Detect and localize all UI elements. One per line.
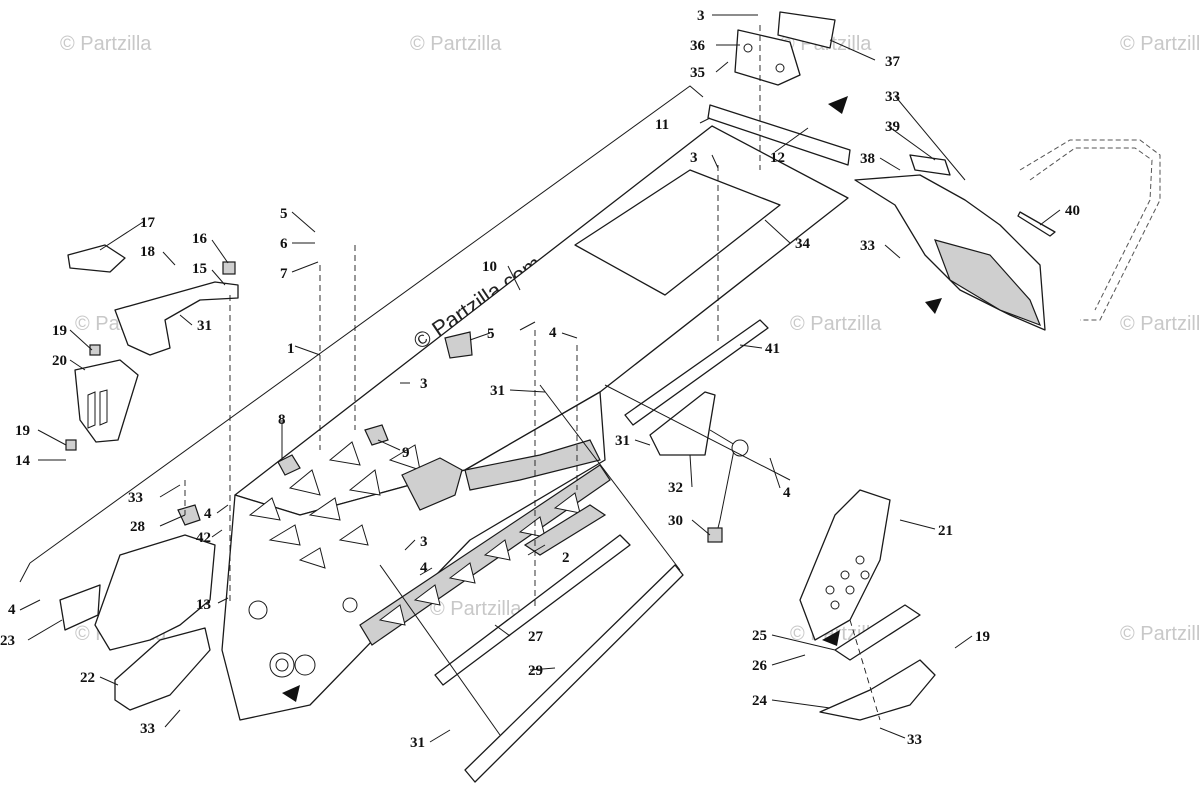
callout-6: 6	[280, 236, 288, 252]
left-lower-parts	[59, 504, 216, 711]
watermark: © Partzilla	[1120, 313, 1200, 335]
callout-23: 23	[0, 633, 15, 649]
rear-crossbar-12	[707, 104, 851, 166]
callout-32: 32	[668, 480, 683, 496]
callout-3: 3	[690, 150, 698, 166]
callout-31: 31	[197, 318, 212, 334]
callout-24: 24	[752, 693, 768, 709]
callout-25: 25	[752, 628, 767, 644]
callout-10: 10	[482, 259, 497, 275]
direction-arrows	[282, 96, 942, 702]
callout-3: 3	[697, 8, 705, 24]
alignment-lines	[184, 25, 881, 736]
callout-4: 4	[783, 485, 791, 501]
callout-3: 3	[420, 376, 428, 392]
callout-39: 39	[885, 119, 900, 135]
reference-lines	[19, 85, 704, 583]
callout-33: 33	[885, 89, 900, 105]
callout-41: 41	[765, 341, 780, 357]
callout-30: 30	[668, 513, 683, 529]
callout-4: 4	[549, 325, 557, 341]
callout-14: 14	[15, 453, 31, 469]
callout-8: 8	[278, 412, 286, 428]
callout-13: 13	[196, 597, 211, 613]
callout-15: 15	[192, 261, 207, 277]
callout-37: 37	[885, 54, 901, 70]
callout-19: 19	[52, 323, 67, 339]
callout-4: 4	[204, 506, 212, 522]
watermark: © Partzilla	[1120, 623, 1200, 645]
callout-38: 38	[860, 151, 875, 167]
callout-35: 35	[690, 65, 705, 81]
callout-26: 26	[752, 658, 768, 674]
callout-2: 2	[562, 550, 570, 566]
callout-19: 19	[975, 629, 990, 645]
callout-31: 31	[615, 433, 630, 449]
callout-5: 5	[487, 326, 495, 342]
snow-flap-assembly	[854, 139, 1161, 331]
callout-9: 9	[402, 445, 410, 461]
tunnel-assembly	[221, 125, 849, 721]
right-side-parts	[624, 319, 936, 721]
callout-33: 33	[907, 732, 922, 748]
callout-21: 21	[938, 523, 953, 539]
watermark: © Partzilla	[60, 33, 152, 55]
callout-19: 19	[15, 423, 30, 439]
callout-12: 12	[770, 150, 785, 166]
callout-31: 31	[410, 735, 425, 751]
left-front-parts	[65, 244, 239, 451]
callout-34: 34	[795, 236, 811, 252]
callout-3: 3	[420, 534, 428, 550]
watermark: © Partzilla	[410, 33, 502, 55]
callout-11: 11	[655, 117, 669, 133]
callout-16: 16	[192, 231, 208, 247]
callout-4: 4	[8, 602, 16, 618]
callout-5: 5	[280, 206, 288, 222]
callout-40: 40	[1065, 203, 1080, 219]
callout-31: 31	[490, 383, 505, 399]
callout-22: 22	[80, 670, 95, 686]
callout-36: 36	[690, 38, 706, 54]
callout-29: 29	[528, 663, 543, 679]
callout-leaders	[19, 14, 1061, 743]
callout-33: 33	[140, 721, 155, 737]
rails	[434, 504, 684, 783]
watermark: © Partzilla	[1120, 33, 1200, 55]
callout-7: 7	[280, 266, 288, 282]
callout-labels: 1 2 3 3 3 3 4 4 4 4 4 5 5 6 7 8 9 10 11 …	[0, 8, 1080, 751]
callout-20: 20	[52, 353, 67, 369]
callout-33: 33	[128, 490, 143, 506]
watermark: © Partzilla	[430, 598, 522, 620]
callout-4: 4	[420, 560, 428, 576]
callout-1: 1	[287, 341, 295, 357]
callout-33: 33	[860, 238, 875, 254]
callout-27: 27	[528, 629, 544, 645]
callout-17: 17	[140, 215, 156, 231]
rear-cap-37	[777, 11, 836, 49]
callout-42: 42	[196, 530, 211, 546]
callout-28: 28	[130, 519, 145, 535]
callout-18: 18	[140, 244, 155, 260]
rear-bracket-36	[734, 29, 801, 86]
watermark: © Partzilla	[790, 313, 882, 335]
